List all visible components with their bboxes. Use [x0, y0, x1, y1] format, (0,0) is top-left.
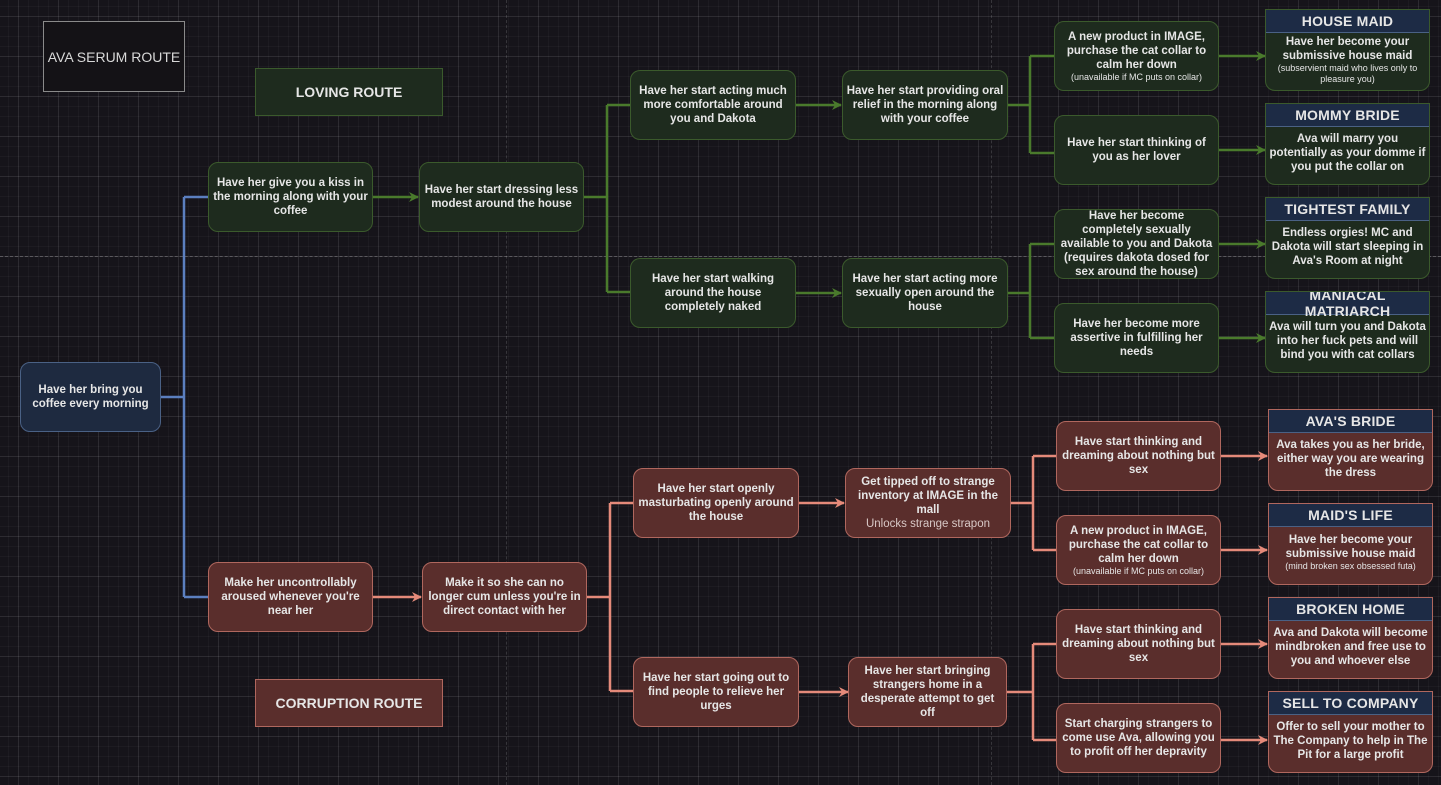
- node-text: Have her start thinking of you as her lo…: [1067, 137, 1206, 163]
- corruption-route-label: CORRUPTION ROUTE: [255, 679, 443, 727]
- ending-title: MAID'S LIFE: [1269, 504, 1432, 527]
- corruption-option-dreaming[interactable]: Have start thinking and dreaming about n…: [1056, 421, 1221, 491]
- ending-text: Ava will marry you potentially as your d…: [1269, 133, 1426, 173]
- page-break-horizontal: [0, 256, 1441, 257]
- ending-text: Endless orgies! MC and Dakota will start…: [1271, 227, 1424, 267]
- loving-branch-b-step[interactable]: Have her start walking around the house …: [630, 258, 796, 328]
- corruption-branch-b-next[interactable]: Have her start bringing strangers home i…: [848, 657, 1007, 727]
- loving-branch-b-next[interactable]: Have her start acting more sexually open…: [842, 258, 1008, 328]
- corruption-option-collar[interactable]: A new product in IMAGE, purchase the cat…: [1056, 515, 1221, 585]
- loving-step-1[interactable]: Have her give you a kiss in the morning …: [208, 162, 373, 232]
- ending-maids-life[interactable]: MAID'S LIFE Have her become your submiss…: [1268, 503, 1433, 585]
- connector-root: [161, 195, 208, 599]
- node-text: Have her become more assertive in fulfil…: [1070, 318, 1203, 358]
- corruption-branch-b-step[interactable]: Have her start going out to find people …: [633, 657, 799, 727]
- node-note: Unlocks strange strapon: [865, 518, 990, 530]
- loving-branch-a-step[interactable]: Have her start acting much more comforta…: [630, 70, 796, 140]
- node-text: Have her start walking around the house …: [651, 273, 775, 313]
- corruption-option-dreaming-2[interactable]: Have start thinking and dreaming about n…: [1056, 609, 1221, 679]
- node-text: Make her uncontrollably aroused whenever…: [221, 577, 360, 617]
- page-break-vertical: [506, 0, 507, 785]
- loving-option-lover[interactable]: Have her start thinking of you as her lo…: [1054, 115, 1219, 185]
- ending-text: Have her become your submissive house ma…: [1282, 36, 1413, 62]
- connector-loving-split: [584, 103, 630, 294]
- node-note: (unavailable if MC puts on collar): [1070, 71, 1203, 82]
- root-node-text: Have her bring you coffee every morning: [32, 384, 149, 410]
- ending-tightest-family[interactable]: TIGHTEST FAMILY Endless orgies! MC and D…: [1265, 197, 1430, 279]
- loving-option-available[interactable]: Have her become completely sexually avai…: [1054, 209, 1219, 279]
- loving-step-2[interactable]: Have her start dressing less modest arou…: [419, 162, 584, 232]
- corruption-step-2[interactable]: Make it so she can no longer cum unless …: [422, 562, 587, 632]
- node-text: Have her start bringing strangers home i…: [860, 665, 995, 719]
- loving-option-collar[interactable]: A new product in IMAGE, purchase the cat…: [1054, 21, 1219, 91]
- node-text: Have her become completely sexually avai…: [1060, 210, 1213, 250]
- node-text: Have her start acting more sexually open…: [852, 273, 998, 313]
- ending-broken-home[interactable]: BROKEN HOME Ava and Dakota will become m…: [1268, 597, 1433, 679]
- ending-title: SELL TO COMPANY: [1269, 692, 1432, 715]
- ending-sell-to-company[interactable]: SELL TO COMPANY Offer to sell your mothe…: [1268, 691, 1433, 773]
- page-break-vertical: [991, 0, 992, 785]
- node-text: Have her start going out to find people …: [642, 672, 790, 712]
- node-text: Make it so she can no longer cum unless …: [428, 577, 581, 617]
- loving-branch-a-next[interactable]: Have her start providing oral relief in …: [842, 70, 1008, 140]
- corruption-step-1[interactable]: Make her uncontrollably aroused whenever…: [208, 562, 373, 632]
- connector-loving-a-split: [1008, 54, 1054, 155]
- ending-text: Ava will turn you and Dakota into her fu…: [1269, 321, 1426, 361]
- corruption-branch-a-step[interactable]: Have her start openly masturbating openl…: [633, 468, 799, 538]
- ending-note: (subservient maid who lives only to plea…: [1277, 63, 1418, 84]
- node-note: (unavailable if MC puts on collar): [1072, 565, 1205, 576]
- ending-title: MOMMY BRIDE: [1266, 104, 1429, 127]
- node-text: Have start thinking and dreaming about n…: [1062, 436, 1215, 476]
- node-text: A new product in IMAGE, purchase the cat…: [1068, 524, 1209, 565]
- node-text: Start charging strangers to come use Ava…: [1062, 718, 1215, 758]
- ending-text: Ava takes you as her bride, either way y…: [1276, 439, 1425, 479]
- node-text: Have her start acting much more comforta…: [639, 85, 787, 125]
- node-text: Have her start openly masturbating openl…: [638, 483, 794, 523]
- ending-text: Offer to sell your mother to The Company…: [1273, 721, 1428, 761]
- ending-title: HOUSE MAID: [1266, 10, 1429, 33]
- ending-title: MANIACAL MATRIARCH: [1266, 292, 1429, 319]
- loving-option-assertive[interactable]: Have her become more assertive in fulfil…: [1054, 303, 1219, 373]
- node-note: (requires dakota dosed for sex around th…: [1063, 252, 1210, 278]
- root-node[interactable]: Have her bring you coffee every morning: [20, 362, 161, 432]
- node-text: Have her start providing oral relief in …: [846, 85, 1004, 125]
- diagram-title: AVA SERUM ROUTE: [43, 21, 185, 92]
- ending-mommy-bride[interactable]: MOMMY BRIDE Ava will marry you potential…: [1265, 103, 1430, 185]
- corruption-option-charging[interactable]: Start charging strangers to come use Ava…: [1056, 703, 1221, 773]
- corruption-branch-a-next[interactable]: Get tipped off to strange inventory at I…: [845, 468, 1011, 538]
- loving-route-label: LOVING ROUTE: [255, 68, 443, 116]
- node-text: Get tipped off to strange inventory at I…: [858, 476, 998, 516]
- node-text: A new product in IMAGE, purchase the cat…: [1066, 30, 1207, 71]
- ending-text: Ava and Dakota will become mindbroken an…: [1273, 627, 1428, 667]
- ending-title: BROKEN HOME: [1269, 598, 1432, 621]
- ending-title: TIGHTEST FAMILY: [1266, 198, 1429, 221]
- node-text: Have start thinking and dreaming about n…: [1062, 624, 1215, 664]
- ending-title: AVA'S BRIDE: [1269, 410, 1432, 433]
- node-text: Have her start dressing less modest arou…: [424, 184, 579, 210]
- ending-note: (mind broken sex obsessed futa): [1285, 561, 1416, 571]
- connector-corruption-split: [587, 501, 633, 693]
- ending-maniacal-matriarch[interactable]: MANIACAL MATRIARCH Ava will turn you and…: [1265, 291, 1430, 373]
- ending-text: Have her become your submissive house ma…: [1285, 534, 1416, 560]
- ending-avas-bride[interactable]: AVA'S BRIDE Ava takes you as her bride, …: [1268, 409, 1433, 491]
- node-text: Have her give you a kiss in the morning …: [213, 177, 368, 217]
- ending-house-maid[interactable]: HOUSE MAID Have her become your submissi…: [1265, 9, 1430, 91]
- connector-loving-b-split: [1008, 242, 1054, 340]
